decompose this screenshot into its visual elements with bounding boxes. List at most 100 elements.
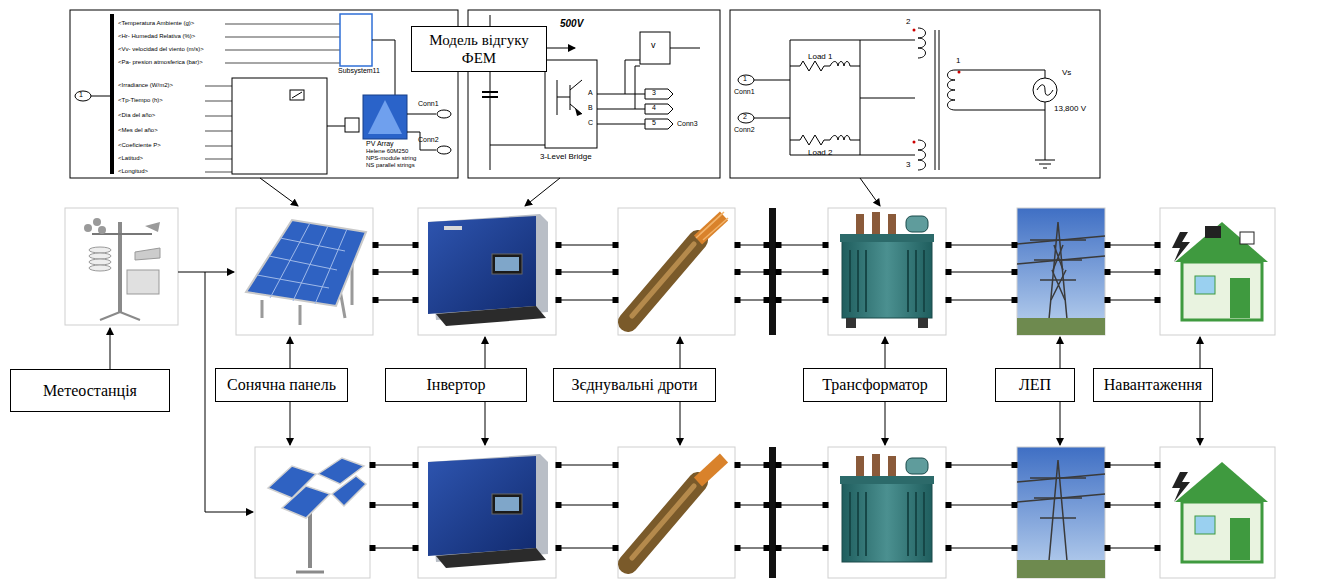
- caption-box: ЛЕП: [995, 368, 1075, 402]
- three-phase-wire: [1105, 465, 1160, 466]
- simulink-inset-transformer: [790, 61, 860, 71]
- busbar: [769, 447, 776, 578]
- three-phase-wire: [370, 243, 1160, 551]
- simulink-inset-pv: [437, 146, 451, 154]
- solar-panel-picture: [236, 208, 373, 335]
- caption-text: Метеостанція: [43, 381, 137, 400]
- three-phase-wire: [370, 503, 375, 508]
- transformer-picture: [872, 454, 880, 476]
- model-label: PV Array: [366, 140, 394, 148]
- model-label: B: [588, 104, 593, 112]
- solar-panel-picture: [257, 275, 329, 288]
- simulink-inset-pv: [91, 96, 112, 97]
- cable-picture: [618, 447, 735, 578]
- model-label: <Mes del año>: [118, 127, 158, 134]
- transformer-picture: [872, 212, 880, 234]
- model-label: A: [588, 89, 593, 97]
- simulink-inset-transformer: [1033, 78, 1057, 102]
- simulink-inset-inverter: [640, 32, 670, 64]
- three-phase-wire: [1105, 463, 1110, 468]
- simulink-inset-transformer: [1043, 168, 1047, 169]
- simulink-inset-transformer: [730, 10, 1100, 178]
- three-phase-wire: [413, 270, 418, 275]
- simulink-inset-transformer: [948, 70, 956, 110]
- three-phase-wire: [556, 503, 561, 508]
- model-label: NPS-module string: [366, 155, 416, 162]
- power-line-picture: [1017, 447, 1105, 578]
- solar-panel-picture: [257, 223, 347, 304]
- model-label: <Irradiance (W/m2)>: [118, 82, 173, 89]
- three-phase-wire: [1105, 503, 1110, 508]
- three-phase-wire: [1012, 463, 1017, 468]
- simulink-inset-inverter: [482, 91, 498, 93]
- three-phase-wire: [370, 505, 418, 506]
- model-label: Conn1: [734, 88, 755, 96]
- power-line-picture: [1048, 222, 1068, 330]
- simulink-inset-transformer: [754, 80, 790, 81]
- simulink-inset-inverter: [645, 104, 673, 114]
- inset-leader: [547, 48, 575, 49]
- inverter-picture: [444, 226, 462, 230]
- model-label: <Temperatura Ambiente (g)>: [118, 20, 194, 27]
- three-phase-wire: [613, 243, 618, 248]
- simulink-inset-transformer: [790, 40, 791, 155]
- caption-leader: [1060, 402, 1061, 445]
- transformer-picture: [849, 250, 851, 312]
- caption-box: Інвертор: [385, 368, 527, 402]
- simulink-inset-transformer: [955, 70, 1045, 71]
- simulink-inset-inverter: [635, 66, 640, 67]
- three-phase-wire: [556, 272, 618, 273]
- simulink-inset-pv: [372, 40, 395, 41]
- inverter-picture: [428, 456, 536, 556]
- power-line-picture: [1017, 447, 1105, 578]
- model-label: Subsystem11: [338, 67, 380, 75]
- simulink-inset-pv: [290, 90, 304, 100]
- simulink-inset-transformer: [1037, 85, 1053, 96]
- three-phase-wire: [1105, 245, 1160, 246]
- solar-panel-picture: [246, 220, 366, 306]
- model-label: Load 1: [808, 52, 832, 61]
- load-house-picture: [1160, 447, 1275, 578]
- three-phase-wire: [946, 245, 1017, 246]
- cable-picture: [618, 447, 735, 578]
- three-phase-wire: [373, 300, 418, 301]
- three-phase-wire: [776, 300, 828, 301]
- model-label: 4: [652, 104, 656, 112]
- three-phase-wire: [1155, 243, 1160, 248]
- simulink-inset-pv: [70, 10, 458, 178]
- power-line-picture: [1017, 560, 1105, 578]
- three-phase-wire: [1012, 503, 1017, 508]
- inverter-picture: [492, 254, 522, 274]
- transformer-picture: [828, 208, 946, 335]
- three-phase-wire: [1155, 503, 1160, 508]
- three-phase-wire: [370, 465, 418, 466]
- three-phase-wire: [823, 243, 828, 248]
- three-phase-wire: [946, 503, 951, 508]
- three-phase-wire: [946, 546, 951, 551]
- model-label: 3-Level Bridge: [540, 152, 592, 161]
- three-phase-wire: [946, 243, 951, 248]
- load-house-picture: [1205, 226, 1221, 238]
- simulink-inset-inverter: [635, 66, 636, 109]
- inverter-picture: [418, 447, 556, 578]
- three-phase-wire: [1105, 298, 1110, 303]
- three-phase-wire: [613, 270, 618, 275]
- power-line-picture: [1017, 208, 1105, 335]
- caption-text: Зєднувальні дроти: [572, 375, 698, 394]
- transformer-picture: [842, 240, 932, 318]
- three-phase-wire: [373, 270, 378, 275]
- model-label: Conn3: [677, 120, 698, 128]
- weather-station-picture: [145, 222, 160, 232]
- power-line-picture: [1017, 474, 1105, 502]
- three-phase-wire: [823, 503, 828, 508]
- simulink-inset-transformer: [939, 30, 940, 170]
- inverter-picture: [418, 208, 556, 335]
- simulink-inset-inverter: [645, 89, 673, 99]
- caption-text: ЛЕП: [1019, 375, 1051, 394]
- transformer-picture: [915, 250, 917, 312]
- three-phase-wire: [764, 270, 769, 275]
- model-label: v: [651, 40, 656, 50]
- inset-leader: [260, 48, 880, 206]
- solar-panel-picture: [315, 229, 347, 304]
